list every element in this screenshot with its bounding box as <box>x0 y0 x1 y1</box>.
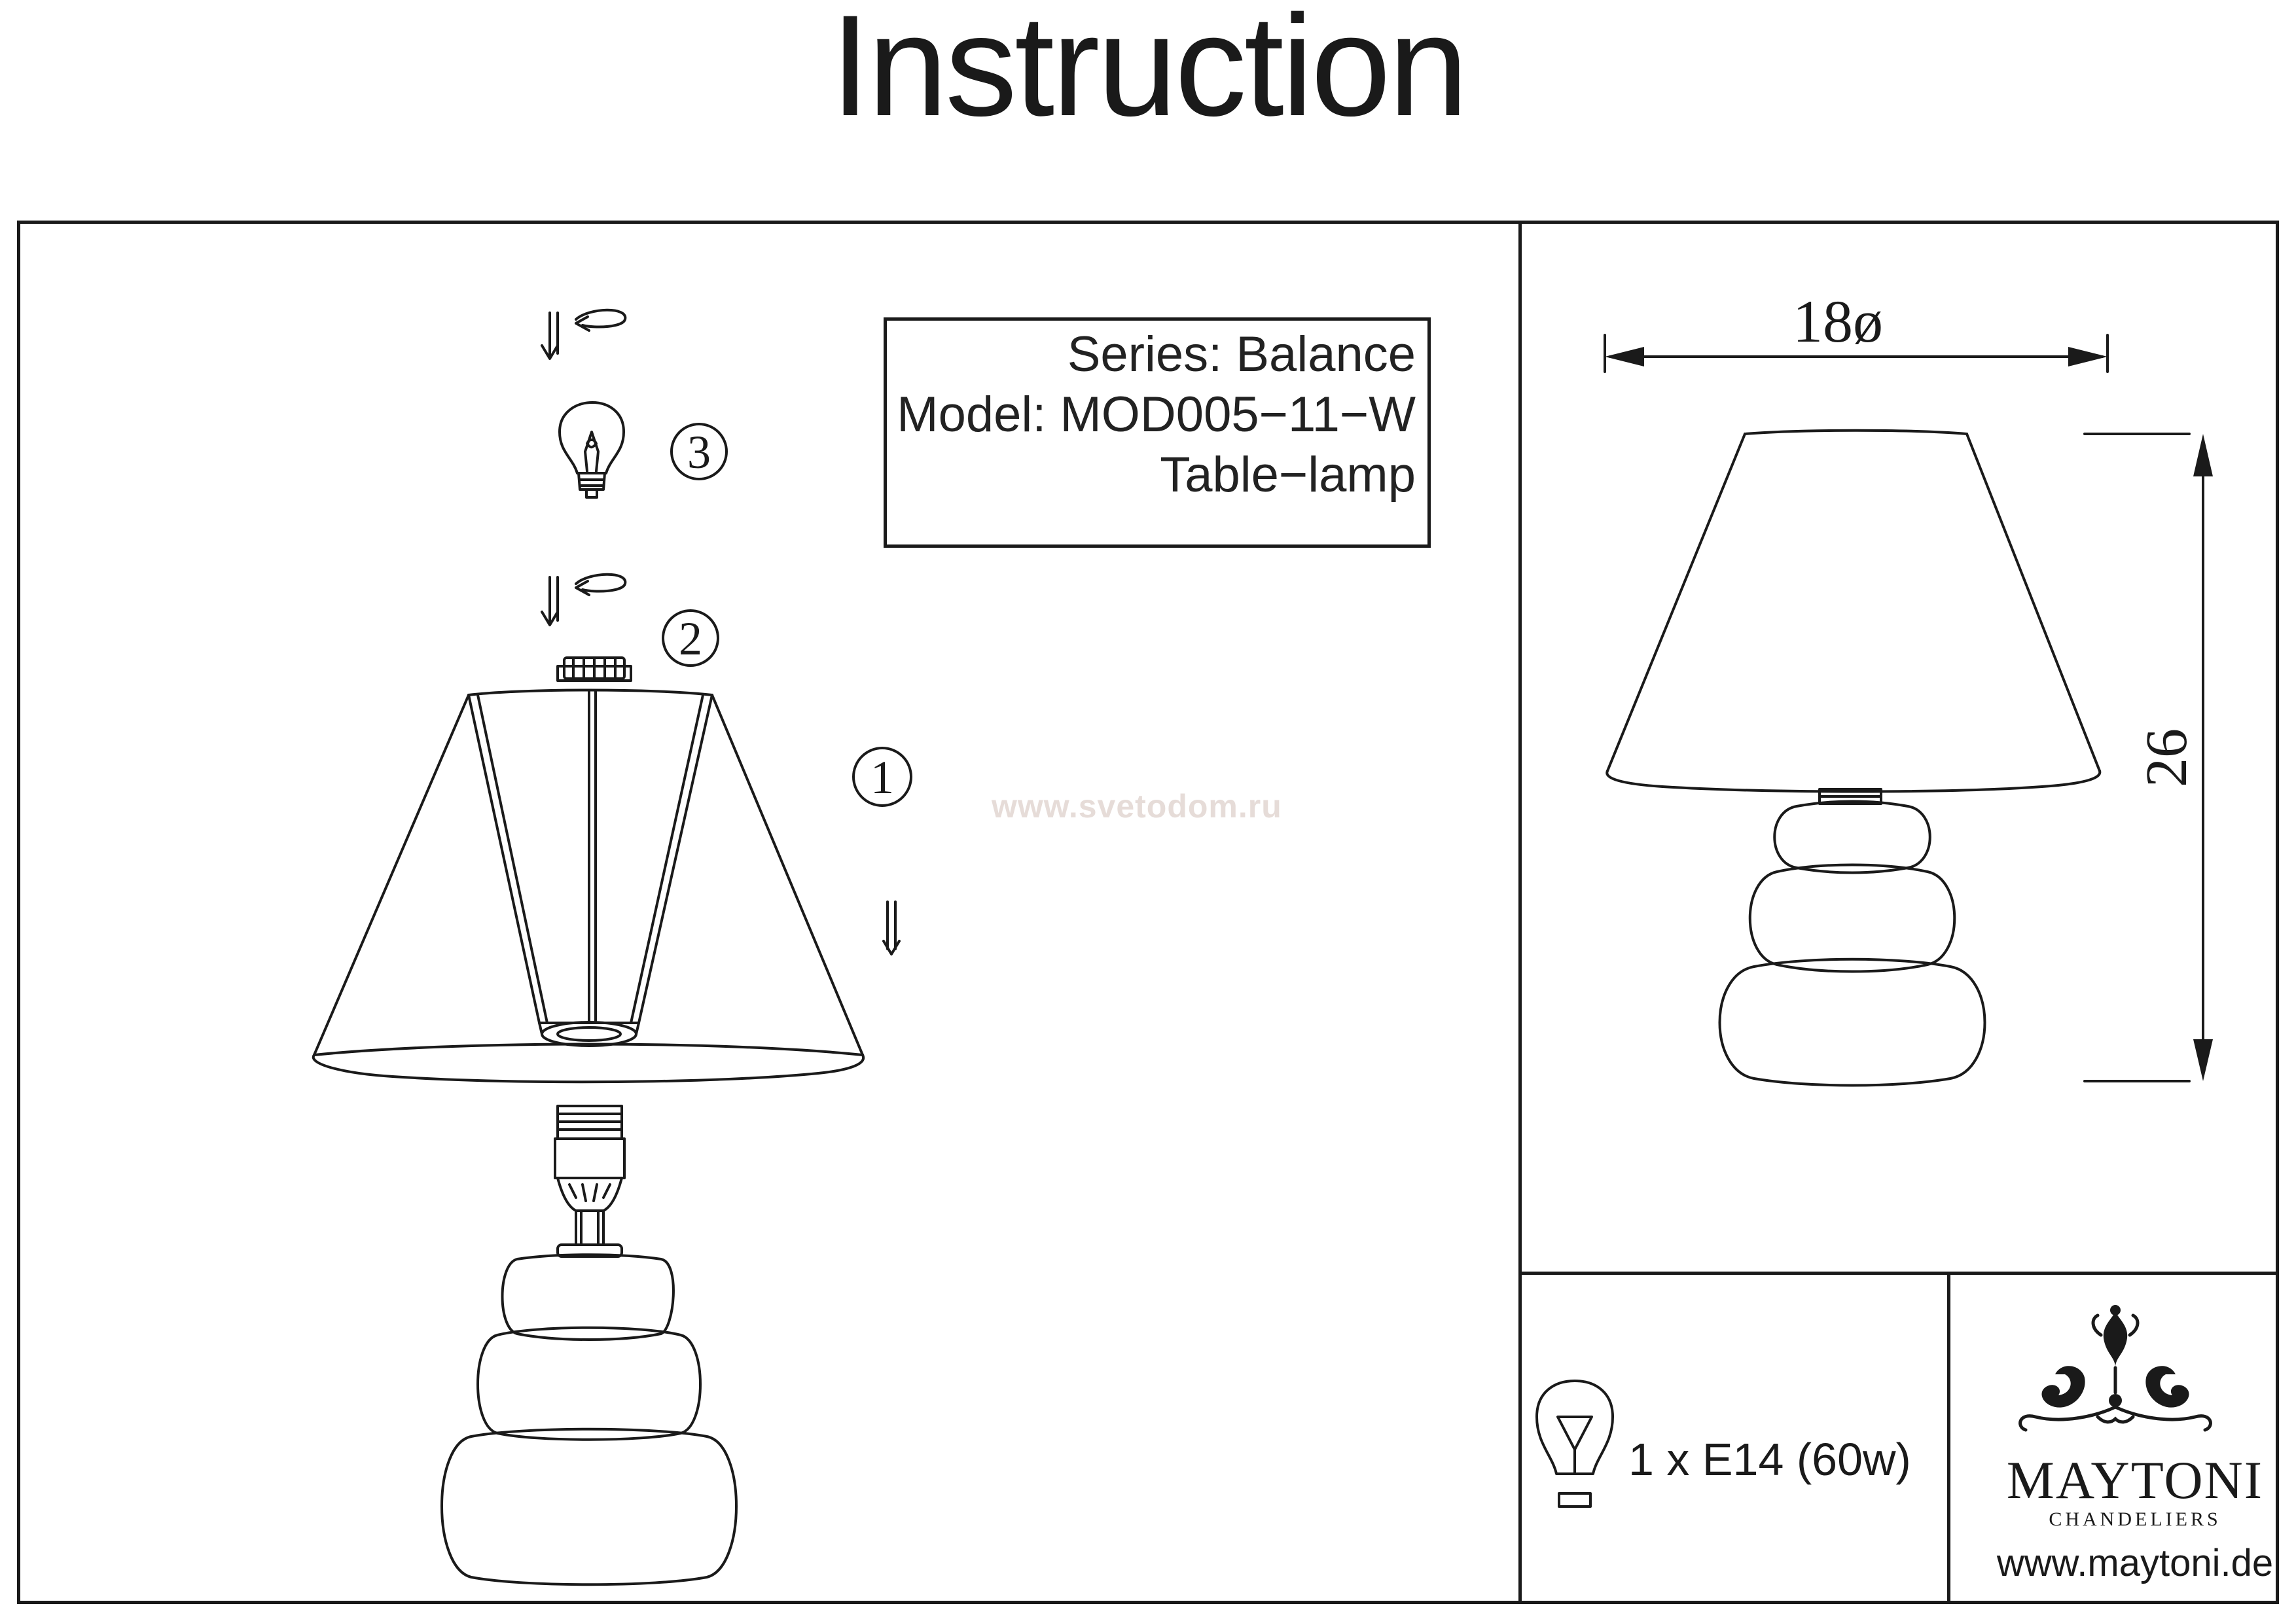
brand-subtitle: CHANDELIERS <box>2049 1508 2221 1530</box>
product-info-box: Series: Balance Model: MOD005−11−W Table… <box>884 317 1431 548</box>
divider-horizontal-right <box>1518 1272 2279 1275</box>
brand-name: MAYTONI <box>2006 1450 2264 1510</box>
step-3-number: 3 <box>687 426 711 478</box>
divider-vertical-bottom <box>1947 1272 1950 1604</box>
rotate-arrow-icon <box>541 308 627 360</box>
type-label: Table−lamp <box>1160 447 1416 503</box>
divider-vertical-main <box>1518 221 1522 1604</box>
page-title: Instruction <box>830 0 1469 146</box>
series-label: Series: Balance <box>1067 327 1416 382</box>
light-bulb-icon <box>1535 1380 1614 1508</box>
watermark: www.svetodom.ru <box>992 788 1282 825</box>
step-1-circle <box>852 747 912 807</box>
lamp-shade <box>312 688 865 1084</box>
step-3-circle <box>670 423 728 480</box>
step-2-number: 2 <box>679 613 702 665</box>
height-label: 26 <box>2134 728 2199 787</box>
stone-base <box>440 1253 738 1586</box>
step-1-number: 1 <box>870 751 894 804</box>
rotate-arrow-icon <box>541 573 627 626</box>
instruction-frame <box>17 221 2279 1604</box>
dimension-arrowheads <box>1605 347 2213 1081</box>
brand-url: www.maytoni.de <box>1996 1542 2274 1584</box>
dimension-drawing <box>1604 334 2204 1087</box>
shade-ring-nut <box>556 656 632 682</box>
bulb-spec-label: 1 x E14 (60w) <box>1628 1434 1911 1485</box>
light-bulb-icon <box>558 401 625 499</box>
model-label: Model: MOD005−11−W <box>897 387 1416 442</box>
diameter-label: 18ø <box>1793 288 1883 355</box>
lamp-holder-socket <box>554 1105 626 1258</box>
down-arrow-icon <box>882 901 901 955</box>
step-2-circle <box>662 609 719 667</box>
maytoni-fleur-logo-icon <box>2018 1305 2212 1432</box>
